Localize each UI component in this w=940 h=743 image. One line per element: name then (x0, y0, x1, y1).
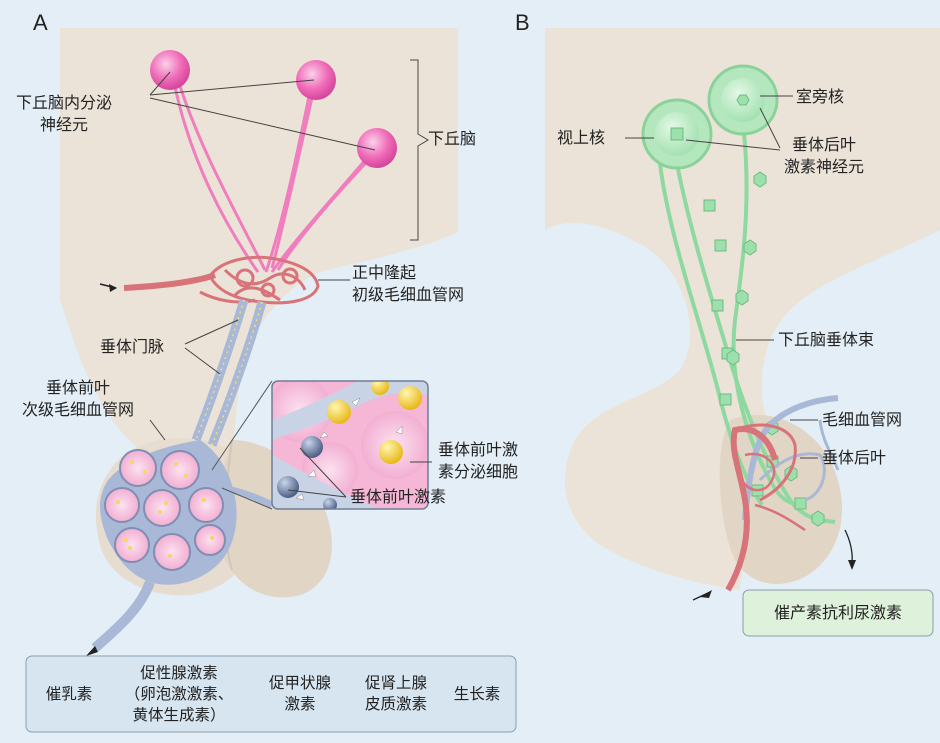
hypothalamus-tissue-b (545, 28, 940, 590)
neuron-body (150, 50, 190, 90)
hormone-prolactin: 催乳素 (45, 684, 93, 703)
paraventricular-label: 室旁核 (796, 87, 845, 106)
hypothalamo-hypophyseal-tract (658, 123, 836, 524)
posterior-hormones-box (742, 589, 934, 637)
secretory-cell-clusters (104, 449, 226, 571)
hormone-granule (371, 381, 389, 395)
panel-a-letter: A (33, 10, 48, 35)
cell-inset (211, 380, 429, 510)
hormone-tsh: 促甲状腺 激素 (268, 674, 331, 713)
primary-capillary-plexus (123, 255, 320, 305)
tract-label: 下丘脑垂体束 (778, 330, 875, 349)
released-hormone (277, 476, 299, 498)
neurons-label: 下丘脑内分泌 神经元 (16, 93, 113, 134)
anterior-hormones-list: 催乳素 促性腺激素 （卵泡激激素、 黄体生成素） 促甲状腺 激素 促肾上腺 皮质… (26, 656, 516, 732)
posterior-hormones-text: 催产素抗利尿激素 (773, 603, 902, 622)
portal-vessels (191, 298, 267, 447)
supraoptic-label: 视上核 (557, 128, 606, 147)
hormone-gonadotropin: 促性腺激素 （卵泡激激素、 黄体生成素） (124, 663, 234, 724)
capillary-label: 毛细血管网 (822, 410, 903, 429)
hormone-growth: 生长素 (453, 684, 501, 703)
hormone-granule (379, 440, 403, 464)
hormone-granule (398, 386, 422, 410)
released-hormone (301, 436, 323, 458)
anterior-hormone-label: 垂体前叶激素 (350, 487, 447, 506)
neuron-body (357, 128, 397, 168)
secretory-cells-label: 垂体前叶激 素分泌细胞 (438, 440, 519, 481)
hypothalamus-label: 下丘脑 (428, 129, 477, 148)
hypothalamic-neurons (172, 79, 380, 273)
neuron-body (296, 60, 336, 100)
released-hormone (323, 498, 337, 509)
hormone-granule (327, 400, 351, 424)
portal-vein-label: 垂体门脉 (100, 337, 165, 356)
hormone-acth: 促肾上腺 皮质激素 (364, 674, 427, 713)
posterior-pituitary-tissue-b (719, 414, 842, 584)
posterior-capillary-network (725, 395, 840, 592)
posterior-lobe-label: 垂体后叶 (822, 448, 887, 467)
secondary-plexus-label: 垂体前叶 次级毛细血管网 (22, 378, 135, 419)
anterior-hormones-box (25, 655, 517, 733)
median-eminence-label: 正中隆起 初级毛细血管网 (352, 263, 465, 304)
panel-b-letter: B (515, 10, 530, 35)
posterior-neurons-label: 垂体后叶 激素神经元 (784, 135, 865, 176)
